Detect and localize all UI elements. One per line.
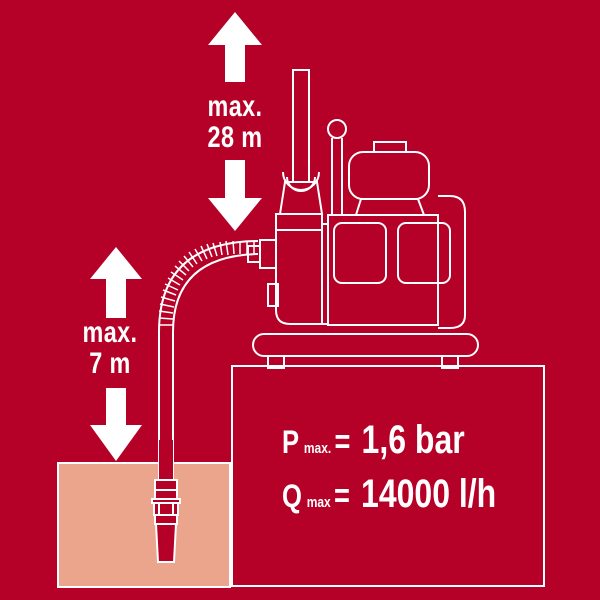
discharge-pipe: [292, 69, 310, 183]
water-reservoir: [57, 462, 231, 588]
arrow-down-icon: [208, 160, 262, 231]
pressure-symbol: P: [282, 424, 300, 460]
flow-symbol: Q: [282, 478, 302, 514]
water-pump: [247, 69, 479, 369]
flow-equals: =: [333, 477, 350, 515]
hose-corrugation: [158, 240, 255, 326]
arrow-up-icon: [208, 12, 262, 82]
discharge-height-prefix: max.: [207, 90, 263, 123]
arrow-down-icon: [90, 388, 142, 461]
arrow-up-icon: [90, 247, 142, 318]
pressure-value: 1,6 bar: [361, 418, 465, 462]
pump-stand-block: [231, 365, 545, 587]
foot-valve: [151, 440, 181, 563]
pressure-subscript: max.: [303, 440, 332, 457]
flow-value: 14000 l/h: [361, 472, 497, 516]
discharge-height-label: max. 28 m: [196, 90, 274, 154]
suction-height-value: 7 m: [89, 346, 131, 380]
suction-height-prefix: max.: [82, 316, 138, 349]
suction-height-label: max. 7 m: [67, 316, 153, 380]
discharge-height-value: 28 m: [207, 120, 263, 154]
flow-subscript: max: [306, 494, 331, 511]
pressure-equals: =: [334, 423, 351, 461]
